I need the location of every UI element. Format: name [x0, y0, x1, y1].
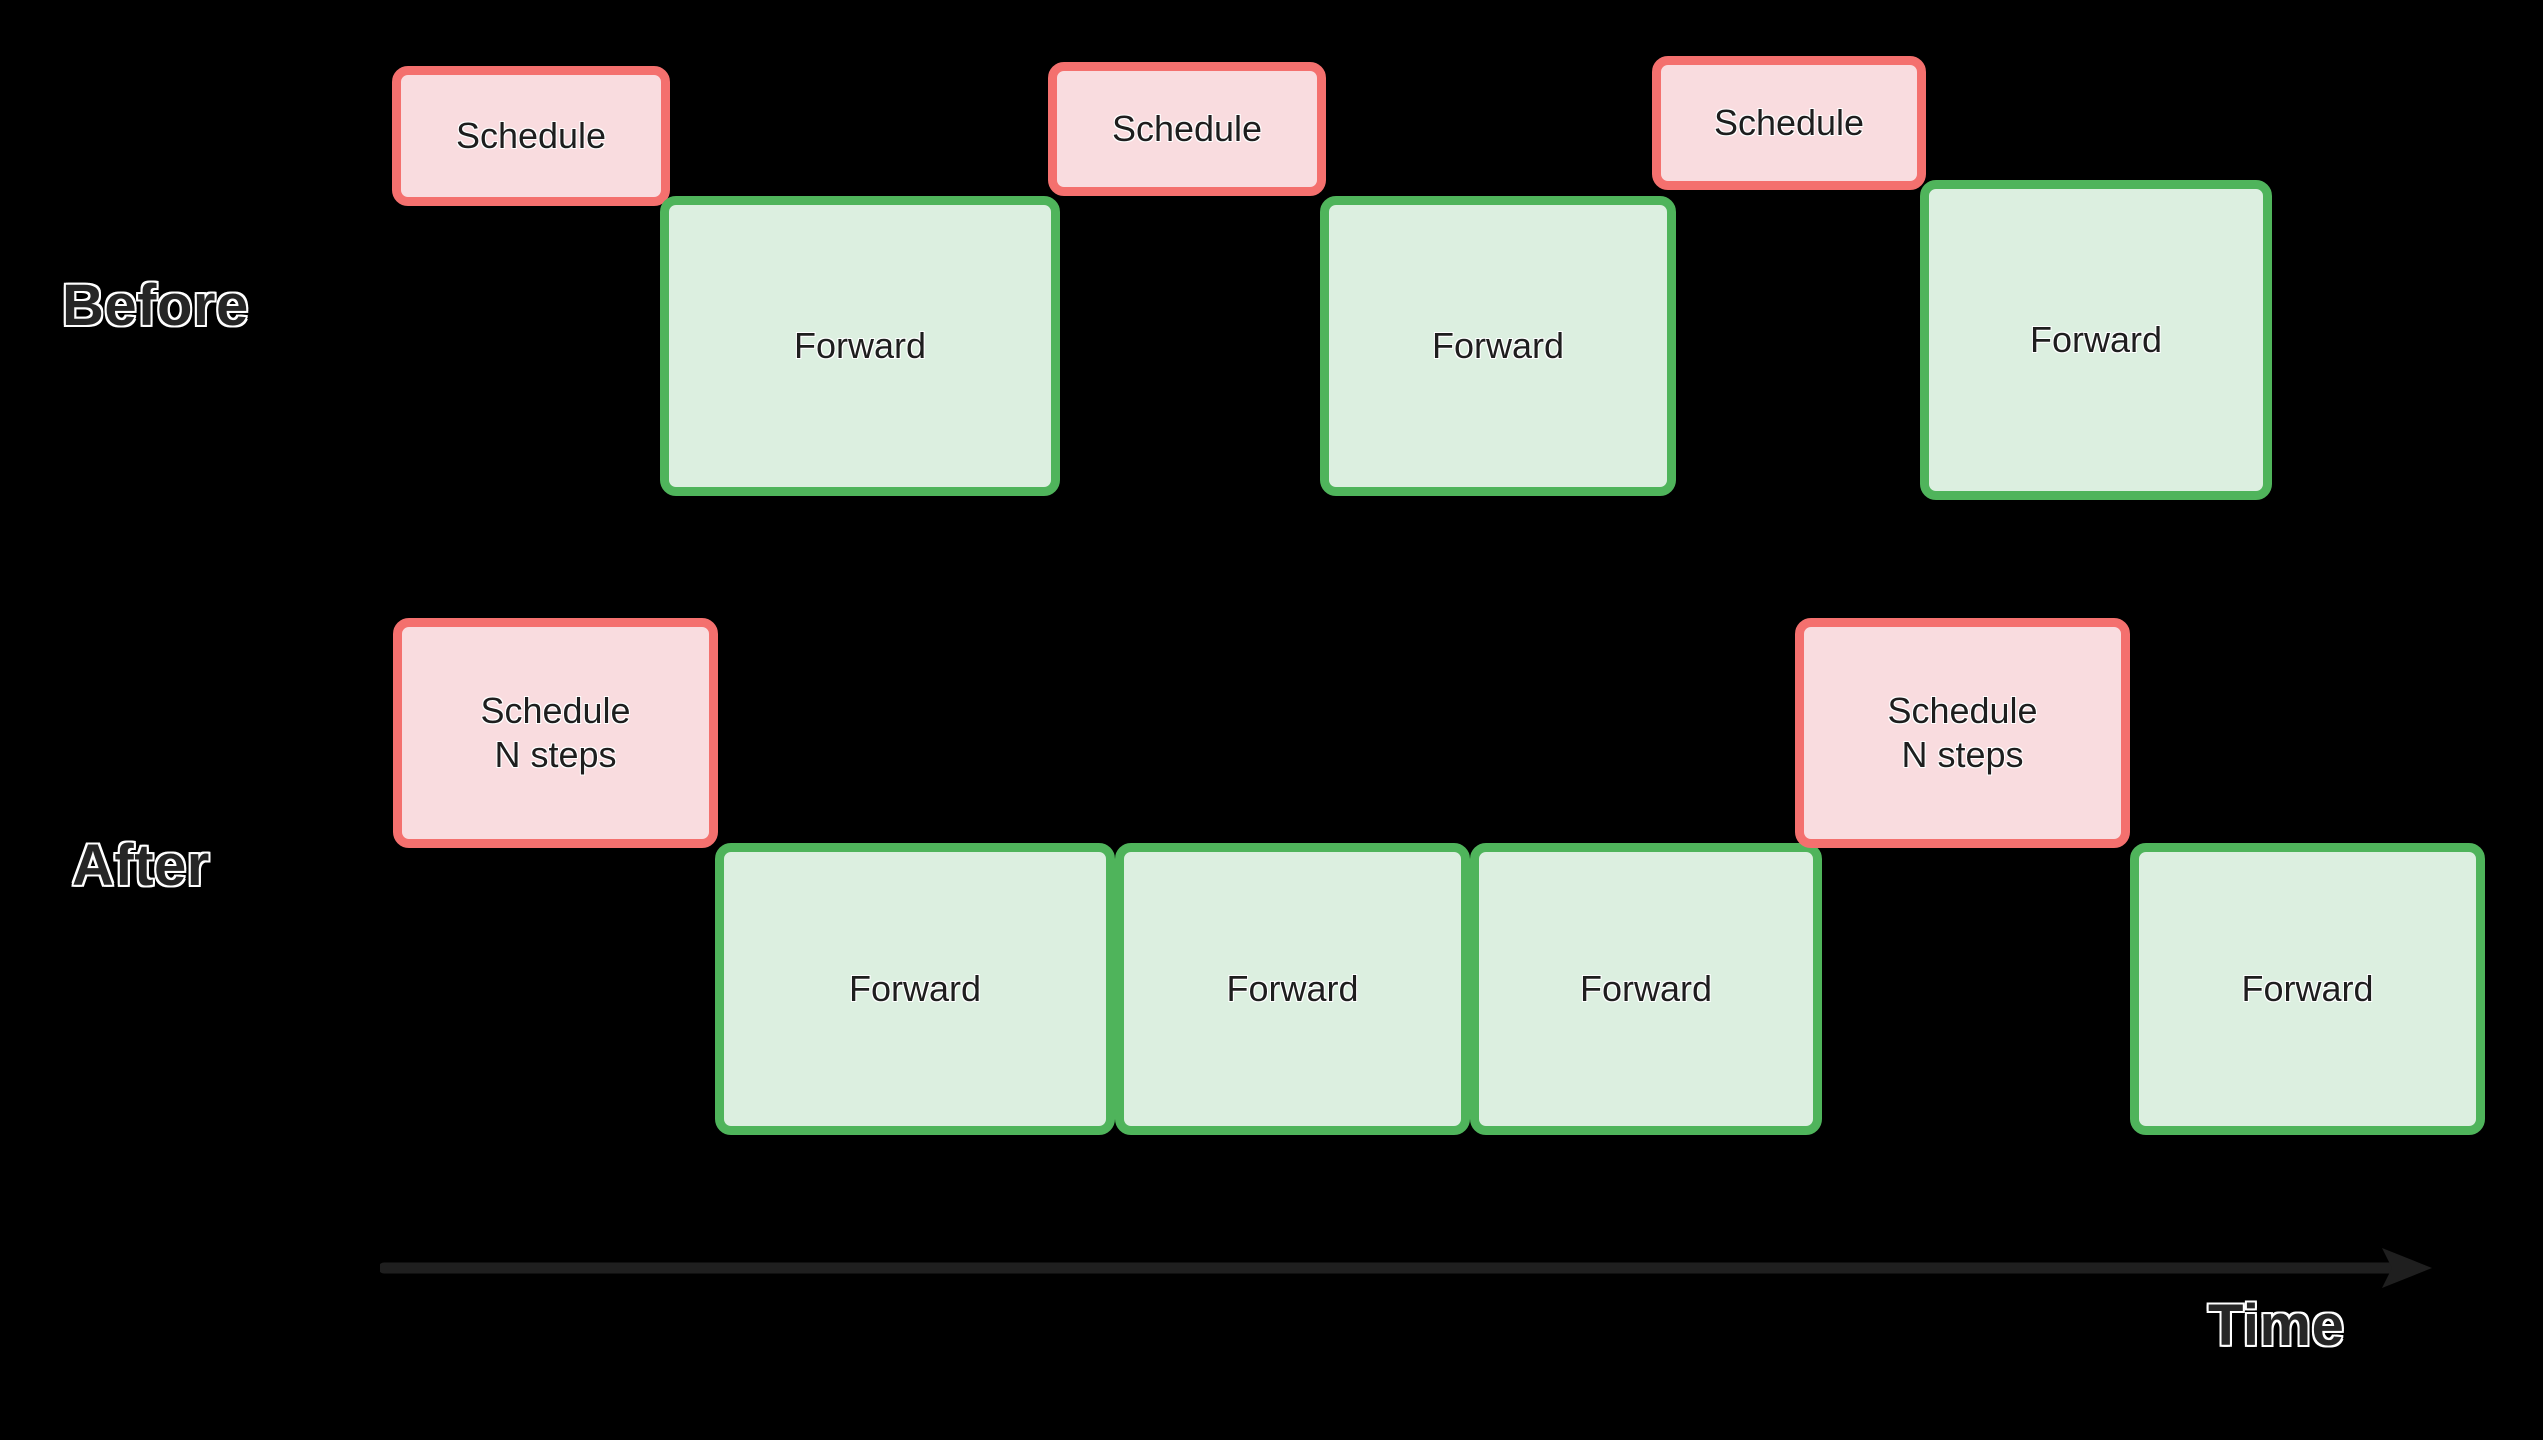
schedule-block-after-1: Schedule N steps	[393, 618, 718, 848]
forward-block-before-6: Forward	[1920, 180, 2272, 500]
forward-block-before-2: Forward	[660, 196, 1060, 496]
forward-block-before-4: Forward	[1320, 196, 1676, 496]
row-label-after: After	[71, 832, 211, 900]
forward-block-after-3: Forward	[1115, 843, 1470, 1135]
axis-label-time: Time	[2206, 1292, 2345, 1360]
forward-block-after-6: Forward	[2130, 843, 2485, 1135]
schedule-block-after-5: Schedule N steps	[1795, 618, 2130, 848]
forward-block-after-2: Forward	[715, 843, 1115, 1135]
time-axis-arrow	[380, 1248, 2432, 1288]
forward-block-after-4: Forward	[1470, 843, 1822, 1135]
schedule-block-before-3: Schedule	[1048, 62, 1326, 196]
schedule-block-before-1: Schedule	[392, 66, 670, 206]
row-label-before: Before	[61, 272, 250, 340]
schedule-block-before-5: Schedule	[1652, 56, 1926, 190]
